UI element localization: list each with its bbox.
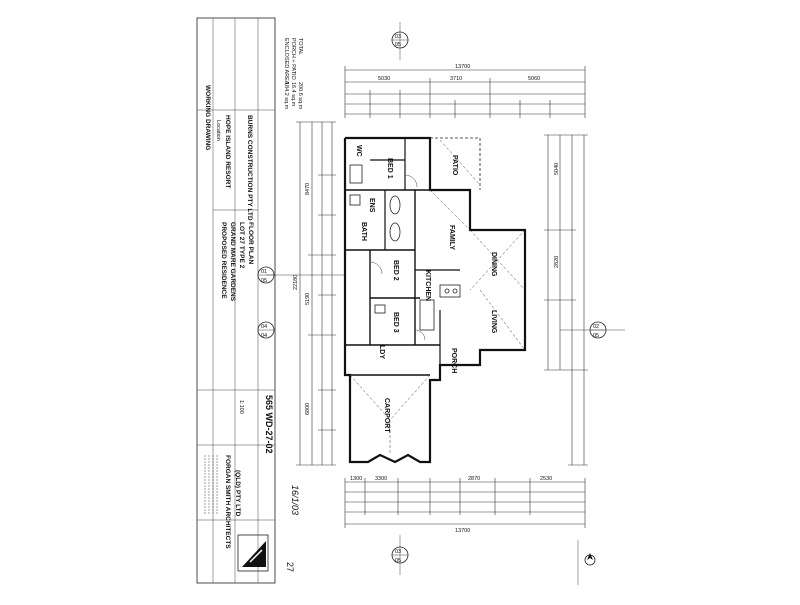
- bottom-dimensions: 1300 3300 2870 2530 13700: [344, 476, 586, 534]
- dim-side-2: 5190: [305, 293, 311, 305]
- enclosed-area-label: ENCLOSED AREA: [283, 38, 289, 85]
- svg-text:05: 05: [261, 278, 267, 284]
- project-caption: Location: [215, 120, 221, 141]
- architect-name: FORGAN SMITH ARCHITECTS: [224, 455, 231, 549]
- internal-walls: [345, 138, 460, 376]
- area-schedule: ENCLOSED AREA 184.2 sq.m PORCH + PATIO 1…: [283, 38, 303, 110]
- section-marker-e: 03 05: [391, 535, 409, 575]
- svg-text:01: 01: [261, 269, 267, 275]
- room-wc: WC: [355, 145, 362, 157]
- handwritten-note: 16/1/03: [290, 485, 300, 515]
- top-dimensions: 13700 5030 3710 5060: [344, 64, 586, 118]
- drawing-title-4: FLOOR PLAN: [247, 222, 254, 265]
- left-dimensions: 22180 8470 5190 6800: [293, 121, 336, 466]
- section-marker-d: 04 04: [257, 321, 275, 339]
- drawing-title-3: LOT 27 TYPE 2: [238, 222, 245, 269]
- drawing-title-2: GRAND MARE GARDENS: [229, 222, 236, 302]
- svg-text:05: 05: [395, 558, 401, 564]
- room-family: FAMILY: [448, 225, 455, 250]
- drawing-number: 565 WD-27-02: [264, 395, 274, 454]
- room-ldy: LDY: [378, 345, 385, 359]
- room-bath: BATH: [360, 222, 367, 241]
- svg-text:03: 03: [395, 549, 401, 555]
- dim-side-1: 8470: [305, 183, 311, 195]
- total-area-label: TOTAL: [297, 38, 303, 55]
- total-area-value: 200.6 sq.m: [297, 82, 303, 110]
- porch-area-label: PORCH + PATIO: [290, 38, 296, 81]
- room-kitchen: KITCHEN: [424, 270, 431, 301]
- svg-text:03: 03: [395, 34, 401, 40]
- drawing-title-1: PROPOSED RESIDENCE: [220, 222, 227, 299]
- section-marker-c: 01 05: [257, 266, 345, 284]
- room-carport: CARPORT: [383, 398, 390, 433]
- room-living: LIVING: [490, 310, 497, 334]
- dim-bottom-1: 1300: [350, 476, 362, 482]
- external-walls: [343, 136, 527, 464]
- room-dining: DINING: [490, 252, 497, 277]
- dim-overall-bottom: 13700: [455, 528, 470, 534]
- enclosed-area-value: 184.2 sq.m: [283, 82, 289, 110]
- section-marker-a: 03 05: [391, 22, 409, 60]
- fixtures: [349, 164, 461, 341]
- right-dimensions: 5040 2820: [544, 134, 588, 466]
- room-patio: PATIO: [451, 155, 458, 176]
- svg-text:05: 05: [395, 42, 401, 48]
- project-name: HOPE ISLAND RESORT: [224, 115, 231, 188]
- room-porch: PORCH: [450, 348, 457, 373]
- scale-value: 1:100: [238, 400, 244, 414]
- room-bed2: BED 2: [392, 260, 399, 281]
- status-label: WORKING DRAWING: [204, 85, 211, 150]
- dim-right-2: 2820: [554, 256, 560, 268]
- dim-overall-top: 13700: [455, 64, 470, 70]
- dim-side-3: 6800: [305, 403, 311, 415]
- dim-bottom-4: 2530: [540, 476, 552, 482]
- dim-right-1: 5040: [554, 163, 560, 175]
- room-ens: ENS: [368, 198, 375, 213]
- dim-top-3: 5060: [528, 76, 540, 82]
- svg-text:02: 02: [593, 324, 599, 330]
- architect-logo: [237, 534, 269, 572]
- roof-lines: [349, 139, 526, 455]
- dim-top-2: 3710: [450, 76, 462, 82]
- svg-text:04: 04: [261, 324, 267, 330]
- north-arrow-icon: [577, 540, 596, 585]
- dim-bottom-2: 3300: [375, 476, 387, 482]
- dim-top-1: 5030: [378, 76, 390, 82]
- room-labels: WC BED 1 ENS BATH BED 2 BED 3 LDY FAMILY…: [355, 145, 497, 433]
- title-block: WORKING DRAWING Location HOPE ISLAND RES…: [196, 17, 276, 584]
- porch-area-value: 16.4 sq.m: [290, 82, 296, 107]
- architect-company: (QLD) PTY LTD: [234, 470, 241, 517]
- dim-bottom-3: 2870: [468, 476, 480, 482]
- svg-text:05: 05: [593, 333, 599, 339]
- dim-overall-side: 22180: [293, 275, 299, 290]
- room-bed1: BED 1: [386, 158, 393, 179]
- fine-print: [204, 455, 218, 515]
- room-bed3: BED 3: [392, 312, 399, 333]
- section-marker-b: 02 05: [560, 321, 625, 339]
- svg-text:04: 04: [261, 333, 267, 339]
- client-name: BURNS CONSTRUCTION PTY LTD: [246, 115, 253, 221]
- page-number: 27: [285, 562, 295, 572]
